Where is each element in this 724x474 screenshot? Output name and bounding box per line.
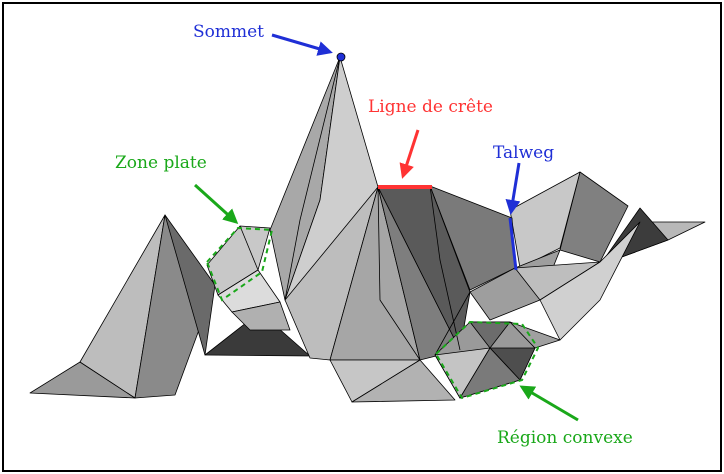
flat-zone-arrow xyxy=(193,183,239,225)
flat-zone-outline xyxy=(205,226,274,302)
thalweg-arrow xyxy=(505,162,521,215)
flat-zone-label: Zone plate xyxy=(115,153,207,173)
ridge-label: Ligne de crête xyxy=(368,97,493,117)
convex-region-arrow xyxy=(519,385,579,422)
convex-region-outline xyxy=(434,320,540,400)
ridge-arrow xyxy=(399,129,420,179)
terrain-mesh xyxy=(29,56,706,403)
convex-region-label: Région convexe xyxy=(497,428,633,448)
summit-arrow xyxy=(271,33,333,56)
thalweg-label: Talweg xyxy=(493,143,555,163)
summit-point xyxy=(336,52,346,62)
thalweg-line xyxy=(508,217,518,271)
summit-label: Sommet xyxy=(193,22,265,42)
